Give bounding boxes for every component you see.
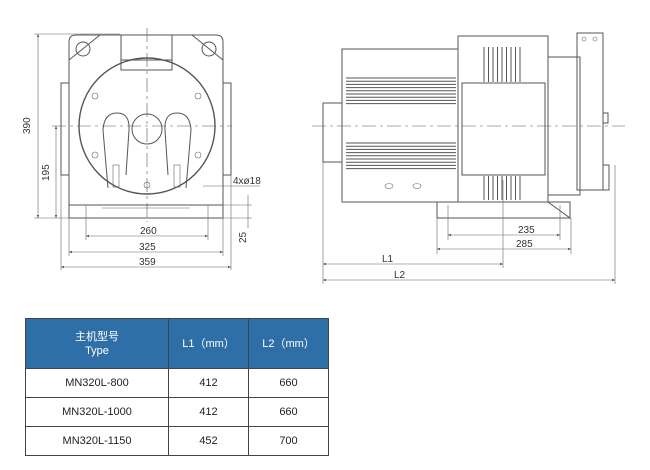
cell-l2: 660 [248,397,329,427]
table-row: MN320L-1000 412 660 [25,397,329,427]
table-row: MN320L-800 412 660 [25,368,329,398]
header-l2: L2（mm） [248,318,329,369]
front-view: 390 195 4xø18 25 260 325 359 [22,28,261,270]
dim-holes-label: 4xø18 [233,176,261,187]
cell-l2: 660 [248,368,329,398]
side-view: 235 285 L1 L2 [312,32,625,284]
cell-l1: 452 [168,426,249,456]
header-l1: L1（mm） [168,318,249,369]
cell-l1: 412 [168,397,249,427]
table-row: MN320L-1150 452 700 [25,426,329,456]
header-type-en: Type [85,344,109,357]
technical-drawing: 390 195 4xø18 25 260 325 359 235 285 L1 … [22,28,625,284]
dim-l2-label: L2 [394,270,406,281]
cell-type: MN320L-1000 [25,397,169,427]
cell-l2: 700 [248,426,329,456]
dim-base-thickness-label: 25 [238,231,249,243]
dim-foot-width-label: 285 [516,239,533,250]
dim-foot-holes-label: 235 [518,225,535,236]
header-type-cn: 主机型号 [75,330,119,343]
dim-hole-spacing-label: 260 [140,226,157,237]
dim-base-outer-label: 359 [139,257,156,268]
cell-type: MN320L-1150 [25,426,169,456]
cell-type: MN320L-800 [25,368,169,398]
dim-base-inner-label: 325 [139,242,156,253]
dim-l1-label: L1 [382,254,394,265]
cell-l1: 412 [168,368,249,398]
dim-center-height-label: 195 [41,164,52,181]
dim-height-label: 390 [22,117,33,134]
